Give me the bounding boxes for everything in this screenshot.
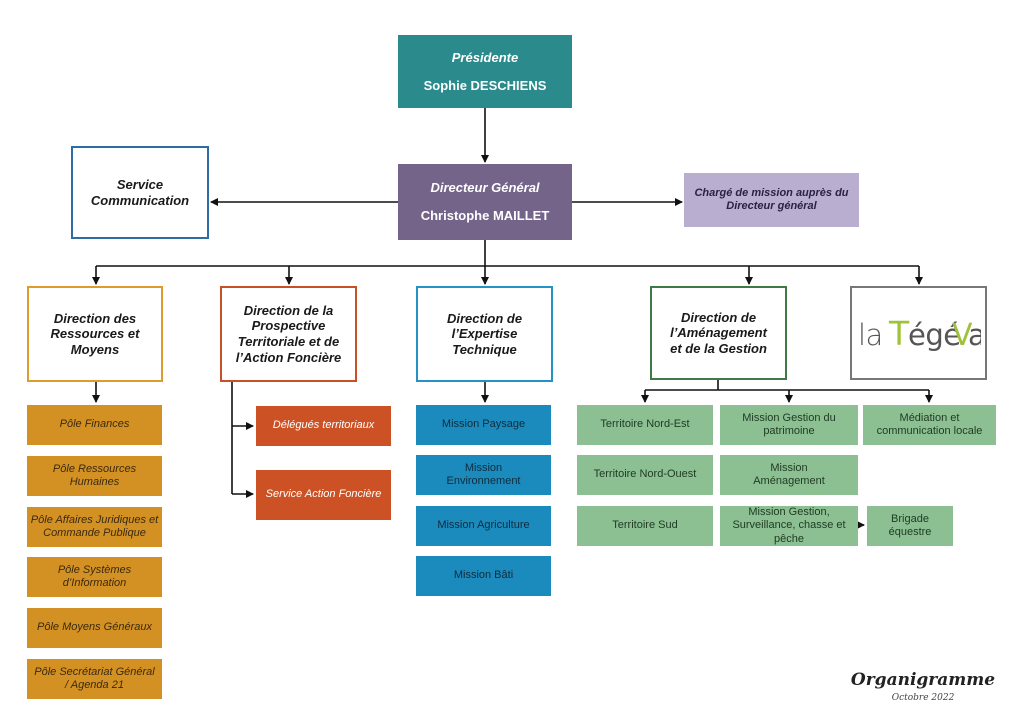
presidente-role: Présidente xyxy=(451,49,519,65)
pole-label: Pôle Affaires Juridiques et Commande Pub… xyxy=(30,513,159,539)
pole-affaires-juridiques: Pôle Affaires Juridiques et Commande Pub… xyxy=(27,507,162,547)
direction-expertise-box: Direction de l’Expertise Technique xyxy=(416,286,553,382)
svg-text:V: V xyxy=(952,318,973,353)
unit-label: Service Action Foncière xyxy=(265,488,382,501)
territoire-label: Territoire Nord-Est xyxy=(600,418,690,431)
mission-bati: Mission Bâti xyxy=(416,556,551,596)
pole-label: Pôle Systèmes d’Information xyxy=(57,563,132,589)
mission-gestion-patrimoine: Mission Gestion du patrimoine xyxy=(720,405,858,445)
presidente-name: Sophie DESCHIENS xyxy=(423,77,547,93)
direction-ressources-box: Direction des Ressources et Moyens xyxy=(27,286,163,382)
mission-gestion-surveillance: Mission Gestion, Surveillance, chasse et… xyxy=(720,506,858,546)
direction-ressources-label: Direction des Ressources et Moyens xyxy=(50,310,140,357)
mission-environnement: Mission Environnement xyxy=(416,455,551,495)
communication-label: Service Communication xyxy=(90,176,190,208)
territoire-label: Territoire Sud xyxy=(612,519,678,532)
pole-label: Pôle Moyens Généraux xyxy=(37,621,152,634)
delegues-territoriaux: Délégués territoriaux xyxy=(256,406,391,446)
direction-prospective-label: Direction de la Prospective Territoriale… xyxy=(235,302,342,365)
svg-text:la: la xyxy=(858,318,883,352)
unit-label: Délégués territoriaux xyxy=(272,419,375,432)
directeur-general-box: Directeur Général Christophe MAILLET xyxy=(398,164,572,240)
territoire-nord-est: Territoire Nord-Est xyxy=(577,405,713,445)
direction-amenagement-box: Direction de l’Aménagement et de la Gest… xyxy=(650,286,787,380)
la-tegeval-logo-box: la T égé V al xyxy=(850,286,987,380)
direction-amenagement-label: Direction de l’Aménagement et de la Gest… xyxy=(670,309,767,356)
pole-finances: Pôle Finances xyxy=(27,405,162,445)
pole-systemes-information: Pôle Systèmes d’Information xyxy=(27,557,162,597)
mission-label: Mission Bâti xyxy=(453,569,514,582)
territoire-sud: Territoire Sud xyxy=(577,506,713,546)
svg-text:al: al xyxy=(968,318,981,352)
organigramme-date: Octobre 2022 xyxy=(891,693,955,703)
mediation-communication-locale: Médiation et communication locale xyxy=(863,405,996,445)
mission-label: Mission Aménagement xyxy=(753,461,825,487)
brigade-equestre: Brigade équestre xyxy=(867,506,953,546)
pole-label: Pôle Ressources Humaines xyxy=(52,462,137,488)
charge-mission-label: Chargé de mission auprès du Directeur gé… xyxy=(694,186,849,212)
dg-name: Christophe MAILLET xyxy=(420,208,550,223)
mission-amenagement: Mission Aménagement xyxy=(720,455,858,495)
charge-mission-box: Chargé de mission auprès du Directeur gé… xyxy=(684,173,859,227)
svg-text:égé: égé xyxy=(908,318,961,352)
territoire-label: Territoire Nord-Ouest xyxy=(593,468,697,481)
service-action-fonciere: Service Action Foncière xyxy=(256,470,391,520)
mission-label: Mission Gestion, Surveillance, chasse et… xyxy=(732,506,846,545)
svg-text:T: T xyxy=(888,314,910,353)
service-communication-box: Service Communication xyxy=(71,146,209,239)
pole-label: Pôle Finances xyxy=(59,418,130,431)
pole-ressources-humaines: Pôle Ressources Humaines xyxy=(27,456,162,496)
mission-label: Mission Paysage xyxy=(441,418,526,431)
mission-label: Mission Gestion du patrimoine xyxy=(742,411,836,437)
organigramme-title: Organigramme xyxy=(850,670,996,690)
pole-moyens-generaux: Pôle Moyens Généraux xyxy=(27,608,162,648)
brigade-label: Brigade équestre xyxy=(888,512,932,538)
pole-secretariat-general: Pôle Secrétariat Général / Agenda 21 xyxy=(27,659,162,699)
dg-role: Directeur Général xyxy=(430,180,540,196)
mission-label: Mission Environnement xyxy=(446,461,521,487)
mission-paysage: Mission Paysage xyxy=(416,405,551,445)
mission-label: Mission Agriculture xyxy=(437,519,530,532)
mission-agriculture: Mission Agriculture xyxy=(416,506,551,546)
territoire-nord-ouest: Territoire Nord-Ouest xyxy=(577,455,713,495)
direction-expertise-label: Direction de l’Expertise Technique xyxy=(446,310,523,357)
mediation-label: Médiation et communication locale xyxy=(876,411,983,437)
direction-prospective-box: Direction de la Prospective Territoriale… xyxy=(220,286,357,382)
la-tegeval-logo: la T égé V al xyxy=(858,314,981,353)
presidente-box: Présidente Sophie DESCHIENS xyxy=(398,35,572,108)
pole-label: Pôle Secrétariat Général / Agenda 21 xyxy=(34,665,155,691)
